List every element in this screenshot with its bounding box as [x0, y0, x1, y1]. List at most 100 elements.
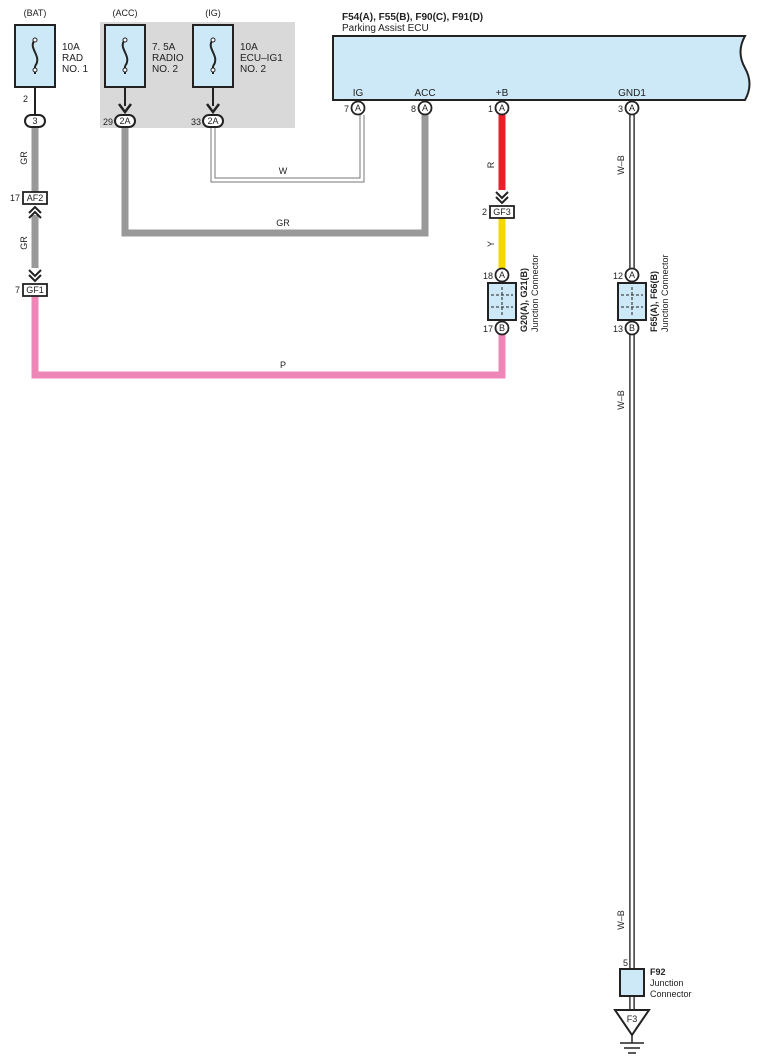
- junction-f65-bot-pin: 13: [613, 324, 623, 334]
- ecu-pin-acc: [417, 100, 433, 116]
- wire-pink: [31, 296, 506, 379]
- ecu-pin-conn-gnd1: A: [629, 103, 635, 113]
- fuse-ig-rating: 10A: [240, 42, 258, 53]
- junction-f65-bot-circle: [624, 320, 640, 336]
- fuse-acc-rating: 7. 5A: [152, 42, 176, 53]
- wire-ig-w-inner: [211, 115, 364, 182]
- fuse-bat-box: [14, 24, 56, 88]
- ecu-pin-conn-ig: A: [355, 103, 361, 113]
- junction-g20-bot-conn: B: [499, 323, 505, 333]
- connector-gf3-chevron-2: [495, 196, 509, 205]
- ecu-title: F54(A), F55(B), F90(C), F91(D): [342, 12, 483, 23]
- connector-gf3-label: GF3: [493, 207, 511, 217]
- junction-f65-subtitle: Junction Connector: [660, 254, 670, 332]
- fuse-ig-source: (IG): [205, 8, 221, 18]
- fuse-ig-name1: ECU–IG1: [240, 53, 283, 64]
- fuse-ig-arrow: [206, 103, 220, 115]
- junction-f92-line2: Connector: [650, 989, 692, 999]
- junction-g20-top-pin: 18: [483, 271, 493, 281]
- wire-acc-gr: [121, 115, 429, 237]
- fuse-bat-rating: 10A: [62, 42, 80, 53]
- ecu-pin-num-ig: 7: [344, 104, 349, 114]
- fuse-ig-name2: NO. 2: [240, 64, 267, 75]
- junction-f65-bot-conn: B: [629, 323, 635, 333]
- ecu-pin-num-b: 1: [488, 104, 493, 114]
- wire-label-acc-loop: GR: [276, 218, 290, 228]
- connector-gf1-pin: 7: [15, 285, 20, 295]
- fuse-acc-name2: NO. 2: [152, 64, 179, 75]
- fuse-acc-icon-dot1: [122, 37, 128, 43]
- ecu-pin-num-gnd1: 3: [618, 104, 623, 114]
- connector-gf3-chevron-1: [495, 191, 509, 200]
- fuse-ig-pin: 33: [191, 117, 201, 127]
- ecu-subtitle: Parking Assist ECU: [342, 23, 429, 34]
- fuse-bat-name1: RAD: [62, 53, 83, 64]
- fuse-bat-icon-dot2: [32, 67, 38, 73]
- fuse-bat-pin: 2: [23, 94, 28, 104]
- fuse-acc-pin: 29: [103, 117, 113, 127]
- fuse-acc-connector-label: 2A: [119, 116, 130, 126]
- junction-g20-bot-circle: [494, 320, 510, 336]
- connector-gf3-pin: 2: [482, 207, 487, 217]
- junction-g20-title: G20(A), G21(B): [519, 268, 529, 332]
- junction-f65-top-pin: 12: [613, 271, 623, 281]
- fuse-bat-connector: [24, 114, 46, 128]
- junction-f92-pin: 5: [623, 958, 628, 968]
- connector-gf3-box: [489, 205, 515, 219]
- fuse-bat-icon-dot1: [32, 37, 38, 43]
- connector-af2-label: AF2: [27, 193, 44, 203]
- wire-label-pink: P: [280, 360, 286, 370]
- ecu-pin-name-acc: ACC: [414, 88, 435, 99]
- fuse-acc-arrow: [118, 103, 132, 115]
- wire-label-bat-mid: GR: [19, 236, 29, 250]
- fuse-bat-connector-label: 3: [32, 116, 37, 126]
- junction-f92-title: F92: [650, 967, 666, 977]
- connector-af2-pin: 17: [10, 193, 20, 203]
- wire-label-b-top: R: [486, 161, 496, 168]
- fuse-acc-icon-dot2: [122, 67, 128, 73]
- ecu-pin-num-acc: 8: [411, 104, 416, 114]
- connector-af2-chevron-1: [28, 205, 42, 214]
- fuse-acc-box: [104, 24, 146, 88]
- fuse-ig-connector: [202, 114, 224, 128]
- connector-gf1-chevron-2: [28, 274, 42, 283]
- wire-label-gnd-2: W–B: [616, 390, 626, 410]
- connector-af2-box: [22, 191, 48, 205]
- fuse-ig-icon-dot1: [210, 37, 216, 43]
- junction-g20-top-conn: A: [499, 270, 505, 280]
- junction-f92-box: [619, 968, 645, 997]
- connector-gf1-label: GF1: [26, 285, 44, 295]
- fuse-ig-connector-label: 2A: [207, 116, 218, 126]
- ecu-pin-gnd1: [624, 100, 640, 116]
- wire-label-ig-loop: W: [279, 166, 288, 176]
- connector-gf1-chevron-1: [28, 269, 42, 278]
- junction-g20-bot-pin: 17: [483, 324, 493, 334]
- ecu-pin-name-b: +B: [496, 88, 509, 99]
- ecu-pin-b: [494, 100, 510, 116]
- ground-triangle: [613, 1009, 651, 1037]
- wire-label-bat-top: GR: [19, 151, 29, 165]
- fuse-bat-source: (BAT): [24, 8, 47, 18]
- junction-f65-top-circle: [624, 267, 640, 283]
- fuse-ig-icon-dot2: [210, 67, 216, 73]
- fuse-acc-name1: RADIO: [152, 53, 184, 64]
- ecu-pin-conn-acc: A: [422, 103, 428, 113]
- connector-gf1-box: [22, 283, 48, 297]
- ecu-pin-name-ig: IG: [353, 88, 364, 99]
- fuse-bat-name2: NO. 1: [62, 64, 89, 75]
- ecu-pin-ig: [350, 100, 366, 116]
- junction-g20-subtitle: Junction Connector: [530, 254, 540, 332]
- wire-label-b-mid: Y: [486, 241, 496, 247]
- junction-g20-top-circle: [494, 267, 510, 283]
- fuse-acc-source: (ACC): [113, 8, 138, 18]
- junction-f65-title: F65(A), F66(B): [649, 271, 659, 332]
- ecu-box: [332, 35, 751, 101]
- fuse-ig-box: [192, 24, 234, 88]
- fuse-acc-connector: [114, 114, 136, 128]
- ground-label: F3: [627, 1014, 638, 1024]
- ecu-pin-conn-b: A: [499, 103, 505, 113]
- junction-f65-top-conn: A: [629, 270, 635, 280]
- wire-label-gnd-3: W–B: [616, 910, 626, 930]
- ecu-pin-name-gnd1: GND1: [618, 88, 646, 99]
